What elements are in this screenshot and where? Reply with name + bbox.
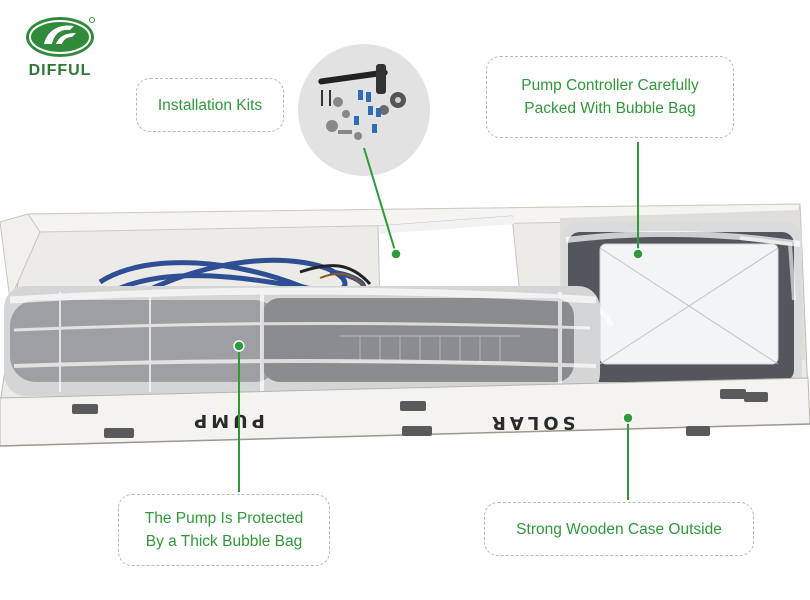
callout-pump-protected-label: The Pump Is Protected By a Thick Bubble …	[144, 510, 304, 550]
brand-name: DIFFUL	[28, 62, 92, 79]
difful-logo-icon	[26, 17, 95, 57]
callout-installation-kits-label: Installation Kits	[157, 96, 263, 114]
callout-wooden-case: Strong Wooden Case Outside	[484, 502, 754, 556]
callout-pump-controller-label: Pump Controller Carefully Packed With Bu…	[521, 77, 699, 117]
callout-pump-controller: Pump Controller Carefully Packed With Bu…	[486, 56, 734, 138]
callout-wooden-case-label: Strong Wooden Case Outside	[516, 520, 722, 538]
controller-bubble-bag	[562, 222, 802, 390]
pump-bubble-bag	[4, 286, 600, 396]
difful-logo: DIFFUL	[18, 14, 102, 86]
crate-stencil-pump: PUMP	[190, 410, 265, 431]
kit-box	[377, 215, 521, 307]
installation-kit-photo	[298, 44, 430, 176]
kit-parts-icon	[318, 64, 406, 140]
callout-pump-protected: The Pump Is Protected By a Thick Bubble …	[118, 494, 330, 566]
crate-stencil-solar: SOLAR	[488, 412, 576, 433]
callout-installation-kits: Installation Kits	[136, 78, 284, 132]
